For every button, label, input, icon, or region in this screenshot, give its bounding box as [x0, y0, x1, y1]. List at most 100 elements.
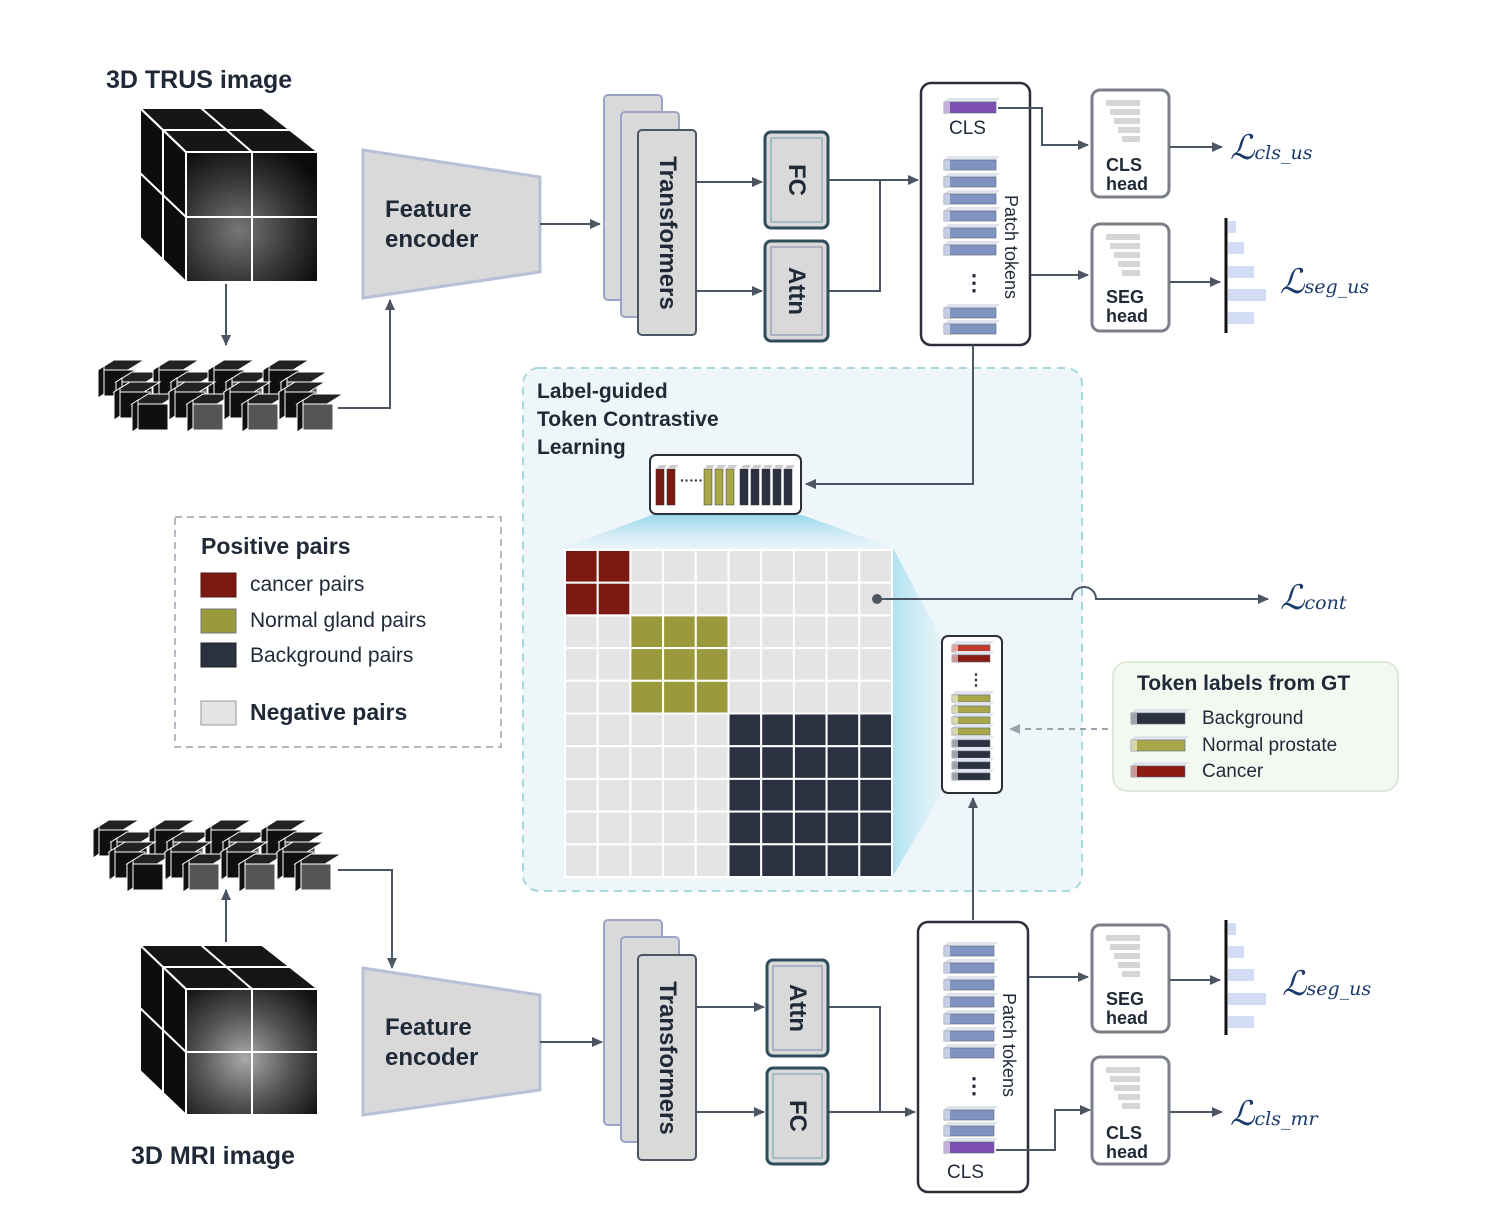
matrix-cell	[792, 581, 828, 617]
head-block	[1090, 88, 1171, 199]
sequence-token	[783, 465, 795, 506]
matrix-cell	[792, 712, 828, 748]
patch-token	[943, 959, 998, 974]
label-token-background	[951, 747, 994, 759]
encoder-bottom-label-2: encoder	[385, 1044, 479, 1071]
patch-token	[943, 241, 1000, 256]
matrix-cell	[629, 581, 665, 617]
head-block	[1090, 222, 1171, 333]
fc-bottom-label: FC	[784, 1100, 811, 1132]
matrix-cell	[760, 549, 795, 584]
patch-token	[943, 1044, 998, 1059]
legend-label-normal: Normal gland pairs	[250, 609, 427, 632]
matrix-cell	[629, 614, 665, 650]
matrix-cell	[596, 745, 632, 780]
matrix-cell	[564, 712, 599, 748]
trus-title: 3D TRUS image	[106, 66, 293, 94]
matrix-cell	[564, 614, 599, 650]
matrix-cell	[662, 549, 697, 584]
matrix-cell	[760, 581, 795, 617]
label-token-normal	[951, 724, 994, 736]
matrix-cell	[858, 745, 893, 780]
gt-token-background	[1130, 709, 1189, 725]
matrix-cell	[694, 679, 730, 715]
matrix-cell	[694, 581, 730, 617]
arrow-patches-to-encoder	[338, 299, 395, 409]
token-dots-top: ⋮	[963, 270, 985, 295]
matrix-cell	[825, 777, 861, 813]
matrix-cell	[596, 581, 632, 617]
matrix-cell	[694, 712, 730, 748]
cls-head-bottom-text-2: head	[1106, 1142, 1149, 1162]
transformers-top-label: Transformers	[654, 156, 681, 310]
encoder-top-label-2: encoder	[385, 226, 479, 253]
matrix-cell	[629, 745, 665, 780]
label-token-background	[951, 736, 994, 748]
trus-patches	[96, 359, 345, 433]
matrix-cell	[596, 810, 632, 846]
cls-token-label-bottom: CLS	[947, 1162, 984, 1183]
matrix-cell	[858, 614, 893, 650]
patch-token	[943, 1027, 998, 1042]
patch-cube	[125, 853, 175, 893]
loss-seg-us-top: ℒseg_us	[1280, 262, 1370, 302]
matrix-cell	[760, 712, 795, 748]
sequence-token	[750, 465, 762, 506]
gt-labels-box	[1112, 661, 1399, 792]
patch-token	[943, 1106, 998, 1121]
matrix-cell	[792, 549, 828, 584]
matrix-cell	[629, 777, 665, 813]
patch-token	[943, 304, 1000, 319]
gt-label-normal: Normal prostate	[1202, 735, 1338, 756]
head-block	[1090, 1055, 1171, 1166]
matrix-cell	[694, 843, 730, 878]
matrix-cell	[760, 745, 795, 780]
matrix-cell	[792, 679, 828, 715]
patch-cube	[293, 853, 343, 893]
seg-bars-bottom	[1224, 920, 1266, 1035]
patch-token	[943, 942, 998, 957]
sequence-token	[725, 465, 737, 506]
transformer-stack-top	[603, 94, 697, 336]
cls-token-top	[943, 98, 1000, 114]
label-token-normal	[951, 691, 994, 703]
sequence-token	[714, 465, 726, 506]
matrix-cell	[629, 843, 665, 878]
patch-token	[943, 320, 1000, 335]
legend-label-background: Background pairs	[250, 644, 414, 667]
legend-swatch-background	[200, 642, 237, 668]
label-token-background	[951, 758, 994, 770]
transformer-stack-bottom	[603, 919, 697, 1161]
matrix-cell	[760, 679, 795, 715]
legend-title: Positive pairs	[201, 533, 351, 559]
mri-cube	[137, 942, 321, 1118]
matrix-cell	[760, 843, 795, 878]
feature-encoder-bottom	[361, 966, 542, 1117]
right-glow	[893, 548, 942, 876]
similarity-matrix	[564, 549, 893, 878]
matrix-cell	[825, 581, 861, 617]
label-token-cancer	[951, 651, 994, 663]
arrow-patches-to-encoder-mri	[338, 869, 397, 969]
legend-label-negative: Negative pairs	[250, 699, 408, 725]
cls-token-bottom	[943, 1138, 998, 1154]
gt-token-normal	[1130, 736, 1189, 752]
seg-bars-top	[1224, 218, 1266, 333]
matrix-cell	[727, 810, 763, 846]
patch-token	[943, 993, 998, 1008]
matrix-cell	[662, 745, 697, 780]
sequence-token	[739, 465, 751, 506]
label-token-cancer	[951, 641, 994, 653]
patch-token	[943, 190, 1000, 205]
sequence-token	[772, 465, 784, 506]
patch-token	[943, 1122, 998, 1137]
feature-encoder-top	[361, 148, 542, 300]
seg-head-top-text-1: SEG	[1106, 287, 1145, 307]
matrix-cell	[662, 679, 697, 715]
matrix-cell	[662, 581, 697, 617]
matrix-cell	[858, 549, 893, 584]
legend-swatch-normal	[200, 608, 237, 634]
matrix-cell	[596, 712, 632, 748]
matrix-cell	[694, 745, 730, 780]
